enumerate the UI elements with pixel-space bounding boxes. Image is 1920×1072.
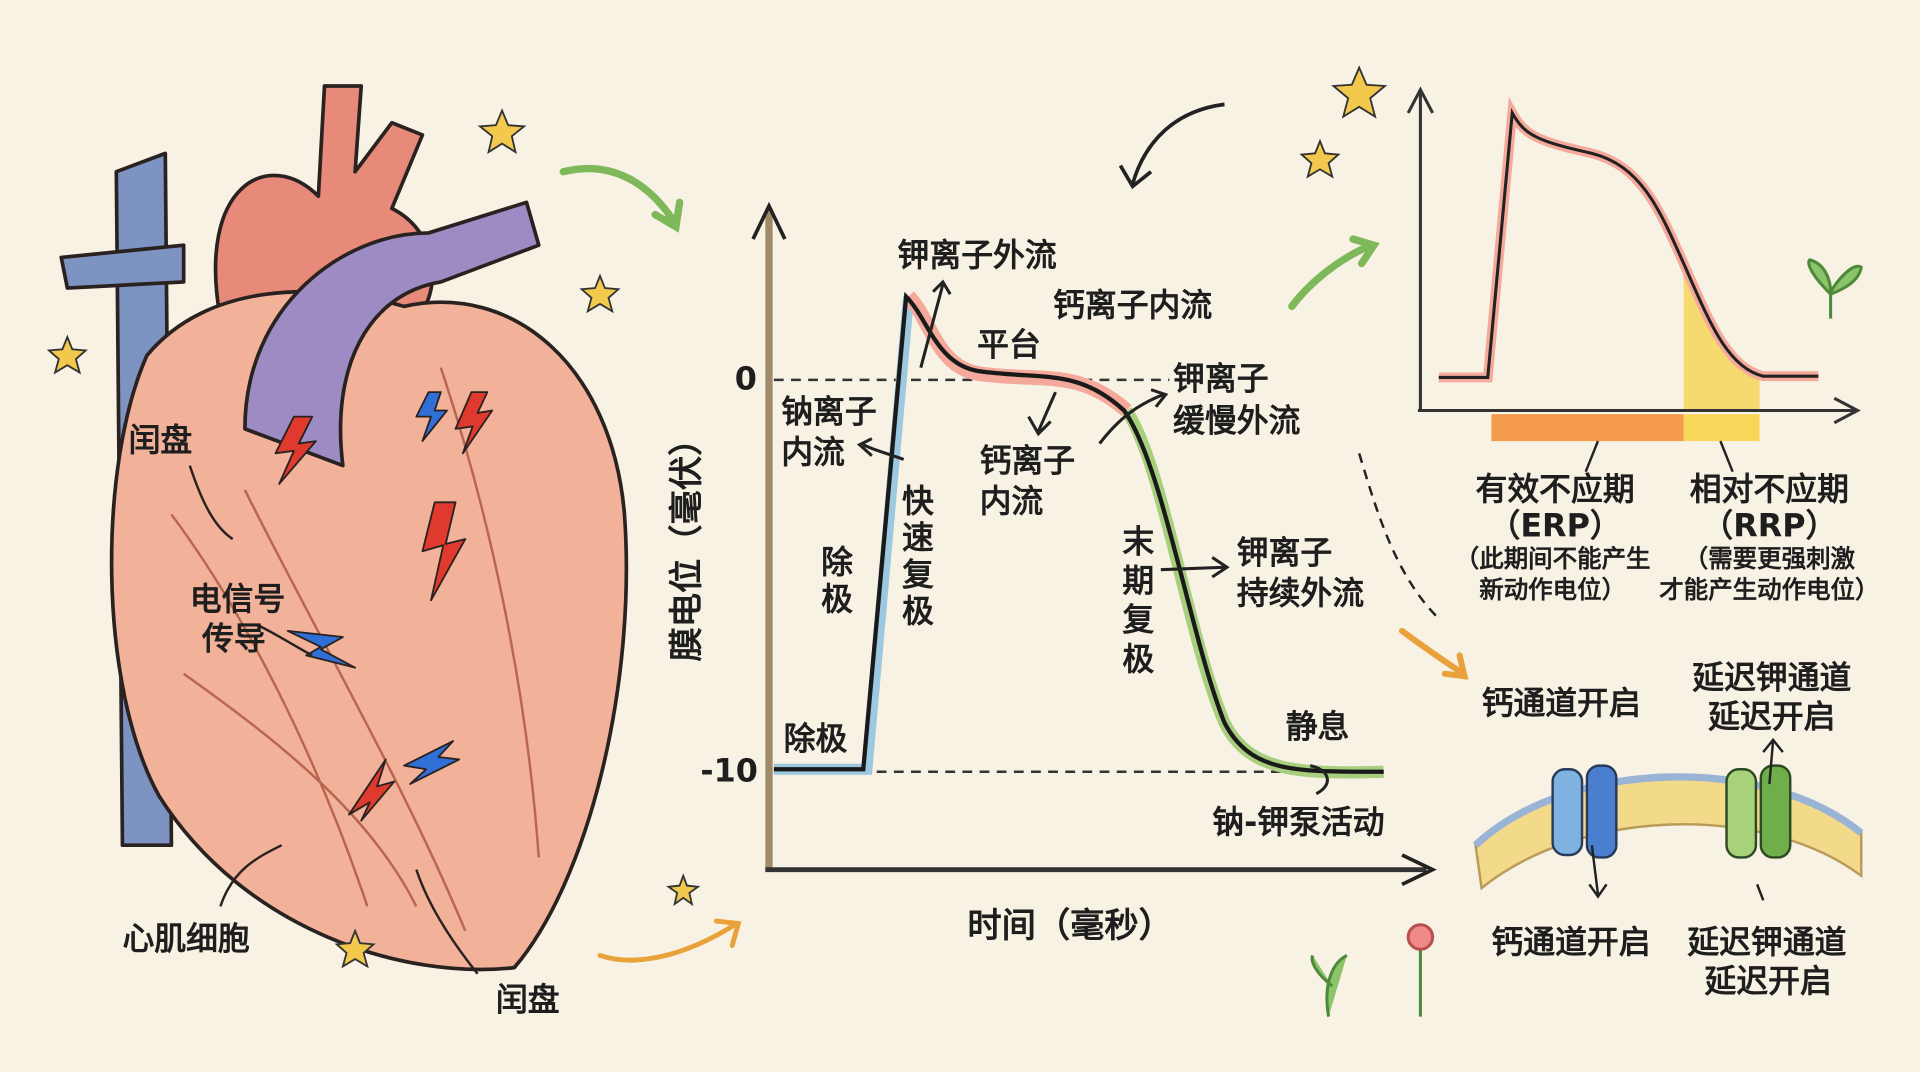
label-k-slow-1: 钾离子	[1173, 360, 1269, 398]
label-depol-vertical: 除极	[816, 544, 854, 618]
orange-arrow-icon	[1398, 627, 1469, 680]
label-k-efflux: 钾离子外流	[898, 236, 1057, 274]
rrp-abbr: （RRP）	[1701, 507, 1837, 545]
y-axis-label: 膜电位（毫伏）	[667, 422, 707, 662]
label-cardiomyocyte: 心肌细胞	[122, 919, 249, 957]
star-icon	[334, 928, 376, 969]
star-icon	[1331, 65, 1388, 119]
heart-illustration	[59, 84, 629, 975]
erp-desc-2: 新动作电位）	[1479, 575, 1626, 604]
star-icon	[1299, 138, 1341, 179]
label-fast-repol: 快速复极	[897, 484, 935, 631]
green-arrow-icon	[1288, 235, 1380, 311]
star-icons	[46, 65, 1388, 969]
y-tick-minus-10: -10	[700, 752, 758, 790]
rrp-desc-2: 才能产生动作电位）	[1659, 575, 1879, 604]
rrp-bar	[1683, 414, 1760, 442]
lightning-red-icon	[421, 501, 467, 602]
refractory-y-arrowhead	[1406, 86, 1435, 114]
rrp-shaded-region	[1683, 263, 1760, 411]
sprout-icon	[1807, 258, 1863, 319]
lightning-red-icon	[348, 758, 396, 822]
star-icon	[477, 108, 527, 155]
green-arrow-icon	[559, 164, 684, 233]
action-potential-curve	[773, 291, 1384, 774]
label-signal-line1: 电信号	[190, 580, 285, 618]
refractory-x-arrowhead	[1833, 396, 1861, 425]
lightning-red-icon	[274, 415, 317, 485]
rrp-desc-1: （需要更强刺激	[1684, 544, 1856, 573]
label-k-sustained-1: 钾离子	[1237, 534, 1333, 572]
label-late-repol: 末期复极	[1117, 524, 1155, 681]
pulmonary-artery	[243, 200, 541, 468]
refractory-ap-curve	[1438, 107, 1819, 379]
x-axis-arrowhead	[1401, 853, 1437, 887]
lightning-blue-icon	[286, 629, 357, 669]
annotation-arrows	[856, 279, 1329, 796]
heart-body	[109, 289, 629, 972]
label-ca-channel-open-bottom: 钙通道开启	[1491, 923, 1650, 961]
label-k-delay-top-2: 延迟开启	[1708, 698, 1835, 736]
label-k-delay-bottom-1: 延迟钾通道	[1687, 923, 1846, 961]
label-ca-channel-open-top: 钙通道开启	[1482, 684, 1641, 722]
pulmonary-vein	[59, 243, 186, 290]
black-curved-arrow-icon	[1118, 102, 1225, 190]
leader-lines	[188, 465, 479, 975]
y-tick-0: 0	[735, 360, 757, 398]
rrp-title: 相对不应期	[1690, 470, 1849, 508]
label-na-influx-2: 内流	[781, 433, 845, 471]
lightning-red-icon	[454, 391, 494, 455]
x-axis-label: 时间（毫秒）	[967, 906, 1173, 946]
star-icon	[579, 273, 621, 314]
y-axis-arrowhead	[751, 201, 787, 240]
refractory-chart	[1406, 86, 1861, 473]
label-na-influx-1: 钠离子	[781, 393, 877, 431]
label-na-k-pump: 钠-钾泵活动	[1212, 803, 1384, 841]
label-ca-influx-2: 内流	[980, 482, 1044, 520]
depolarization-highlight	[773, 296, 915, 775]
label-depol-bottom: 除极	[784, 720, 848, 758]
lightning-blue-icon	[403, 740, 461, 785]
membrane-channels	[1473, 737, 1864, 901]
label-k-delay-bottom-2: 延迟开启	[1704, 962, 1831, 1000]
label-k-delay-top-1: 延迟钾通道	[1692, 658, 1851, 696]
channel-arrows	[1588, 737, 1784, 901]
label-intercalated-disc: 闰盘	[129, 421, 193, 459]
label-plateau: 平台	[977, 325, 1041, 363]
label-ca-influx-top: 钙离子内流	[1053, 286, 1212, 324]
orange-arrow-icon	[597, 918, 742, 963]
erp-abbr: （ERP）	[1488, 507, 1621, 545]
erp-bar	[1491, 414, 1684, 442]
flower-head-icon	[1406, 923, 1435, 951]
erp-desc-1: （此期间不能产生	[1455, 544, 1651, 573]
delayed-k-channel	[1725, 764, 1792, 859]
calcium-channel	[1551, 764, 1618, 859]
membrane-band-outer	[1473, 773, 1864, 848]
label-ca-influx-1: 钙离子	[980, 442, 1075, 480]
myocardium-texture	[170, 367, 540, 932]
label-k-sustained-2: 持续外流	[1237, 574, 1364, 612]
star-icon	[46, 334, 88, 375]
label-rest: 静息	[1286, 707, 1350, 745]
label-k-slow-2: 缓慢外流	[1173, 401, 1300, 439]
membrane-band	[1474, 775, 1863, 891]
bar-leader-lines	[1584, 440, 1734, 473]
dashed-arrow-icon	[1358, 452, 1440, 620]
label-signal-line2: 传导	[201, 619, 266, 657]
label-intercalated-disc-2: 闰盘	[496, 980, 560, 1018]
star-icon	[666, 873, 701, 907]
erp-title: 有效不应期	[1476, 470, 1635, 508]
leaf-icon	[1310, 954, 1348, 1017]
refractory-ap-highlight	[1438, 96, 1819, 383]
action-potential-chart	[751, 201, 1437, 887]
lightning-blue-icon	[415, 391, 448, 443]
plant-icons	[1310, 258, 1863, 1017]
